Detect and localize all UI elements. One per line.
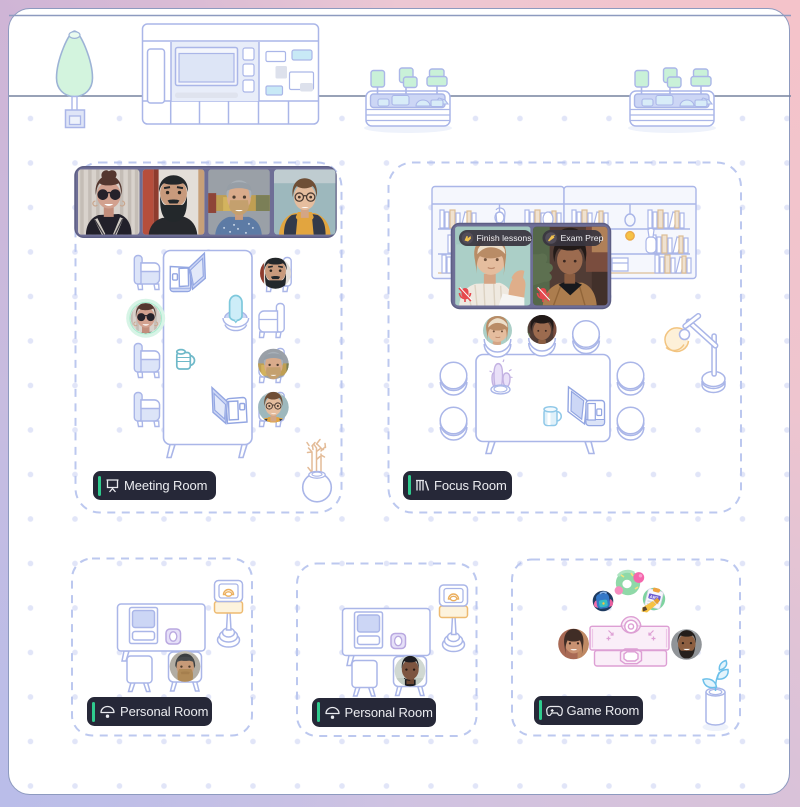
svg-text:Finish lessons: Finish lessons — [477, 233, 533, 243]
svg-text:ART: ART — [649, 594, 659, 601]
svg-text:Exam Prep: Exam Prep — [561, 233, 604, 243]
